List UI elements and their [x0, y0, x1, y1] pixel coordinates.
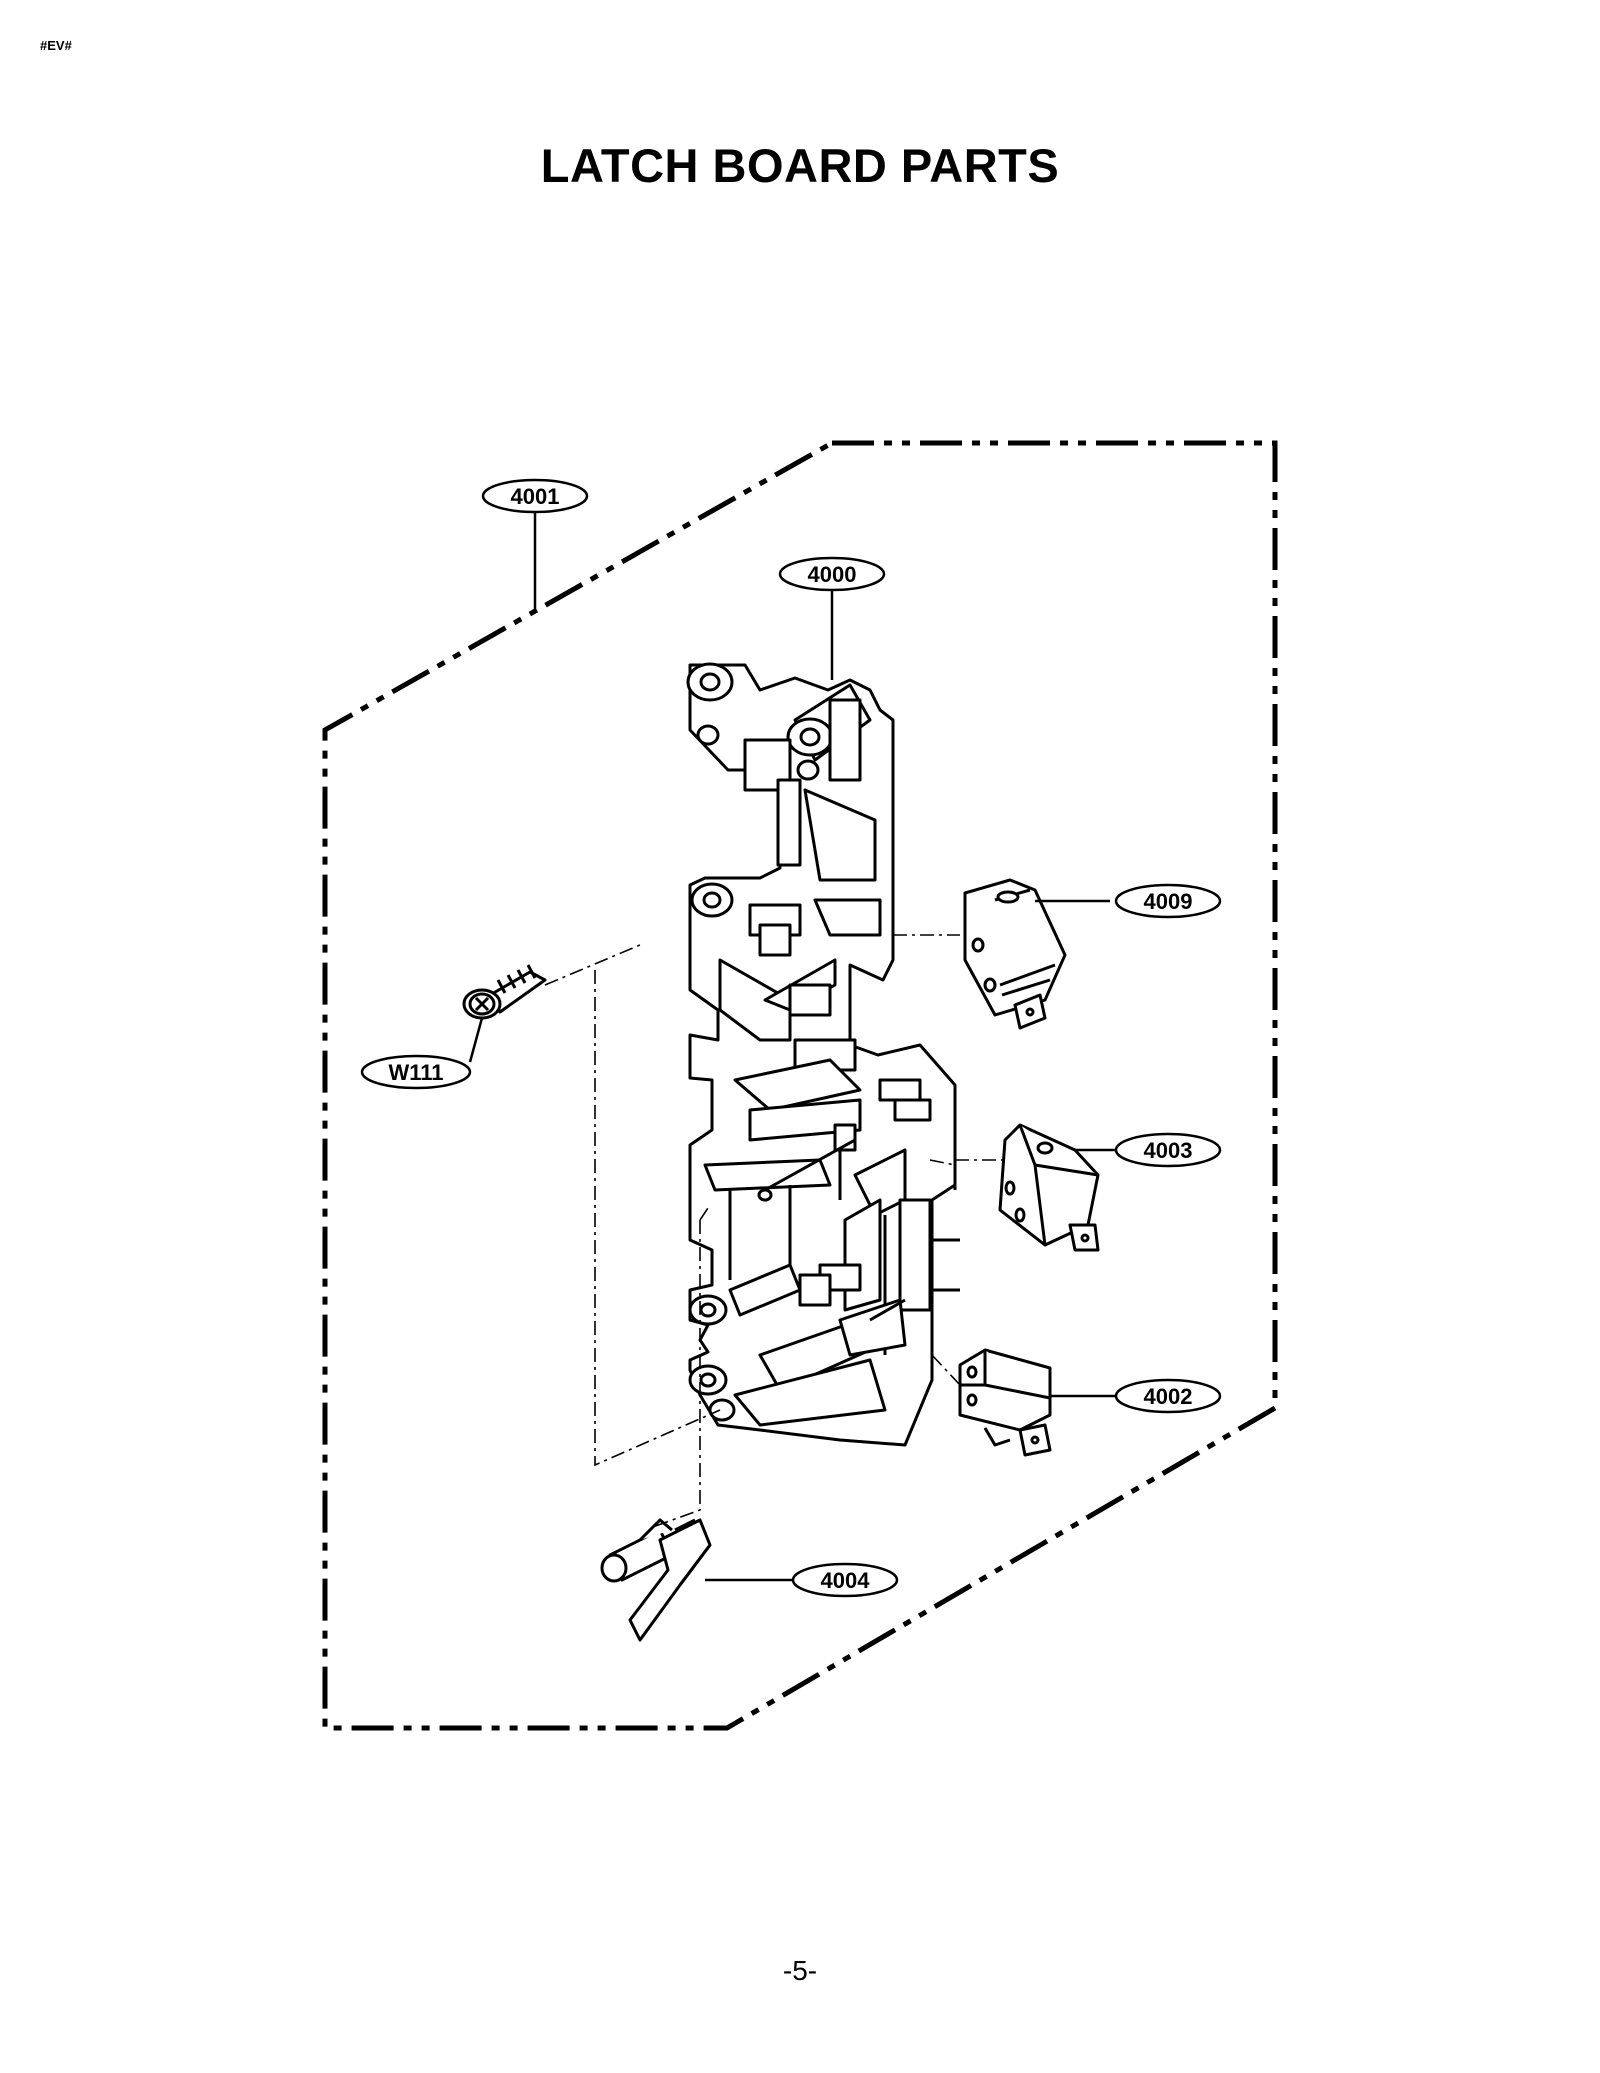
document-code: #EV# [40, 38, 72, 53]
micro-switch-4002 [958, 1348, 1052, 1457]
callout-label: 4000 [808, 562, 857, 587]
callout-label: 4001 [511, 484, 560, 509]
latch-board-body [686, 662, 960, 1447]
callout-label: 4002 [1144, 1384, 1193, 1409]
latch-lever-4004 [600, 1518, 712, 1642]
micro-switch-4009 [963, 878, 1067, 1030]
micro-switch-4003 [998, 1123, 1100, 1252]
callout-w111: W111 [360, 1054, 472, 1090]
screw-w111 [462, 964, 547, 1020]
callout-4003: 4003 [1114, 1132, 1222, 1168]
assembly-boundary [322, 440, 1278, 1731]
callout-4000: 4000 [778, 556, 886, 592]
callout-4002: 4002 [1114, 1378, 1222, 1414]
page-number: -5- [782, 1955, 818, 1986]
callout-label: 4003 [1144, 1138, 1193, 1163]
alignment-lines [544, 900, 1005, 1529]
callout-4001: 4001 [481, 478, 589, 514]
callout-4004: 4004 [791, 1562, 899, 1598]
callout-label: 4009 [1144, 889, 1193, 914]
callout-label: W111 [388, 1060, 443, 1085]
leader-lines [468, 512, 1118, 1582]
callout-4009: 4009 [1114, 883, 1222, 919]
page-title: LATCH BOARD PARTS [540, 139, 1060, 192]
callout-label: 4004 [821, 1568, 871, 1593]
